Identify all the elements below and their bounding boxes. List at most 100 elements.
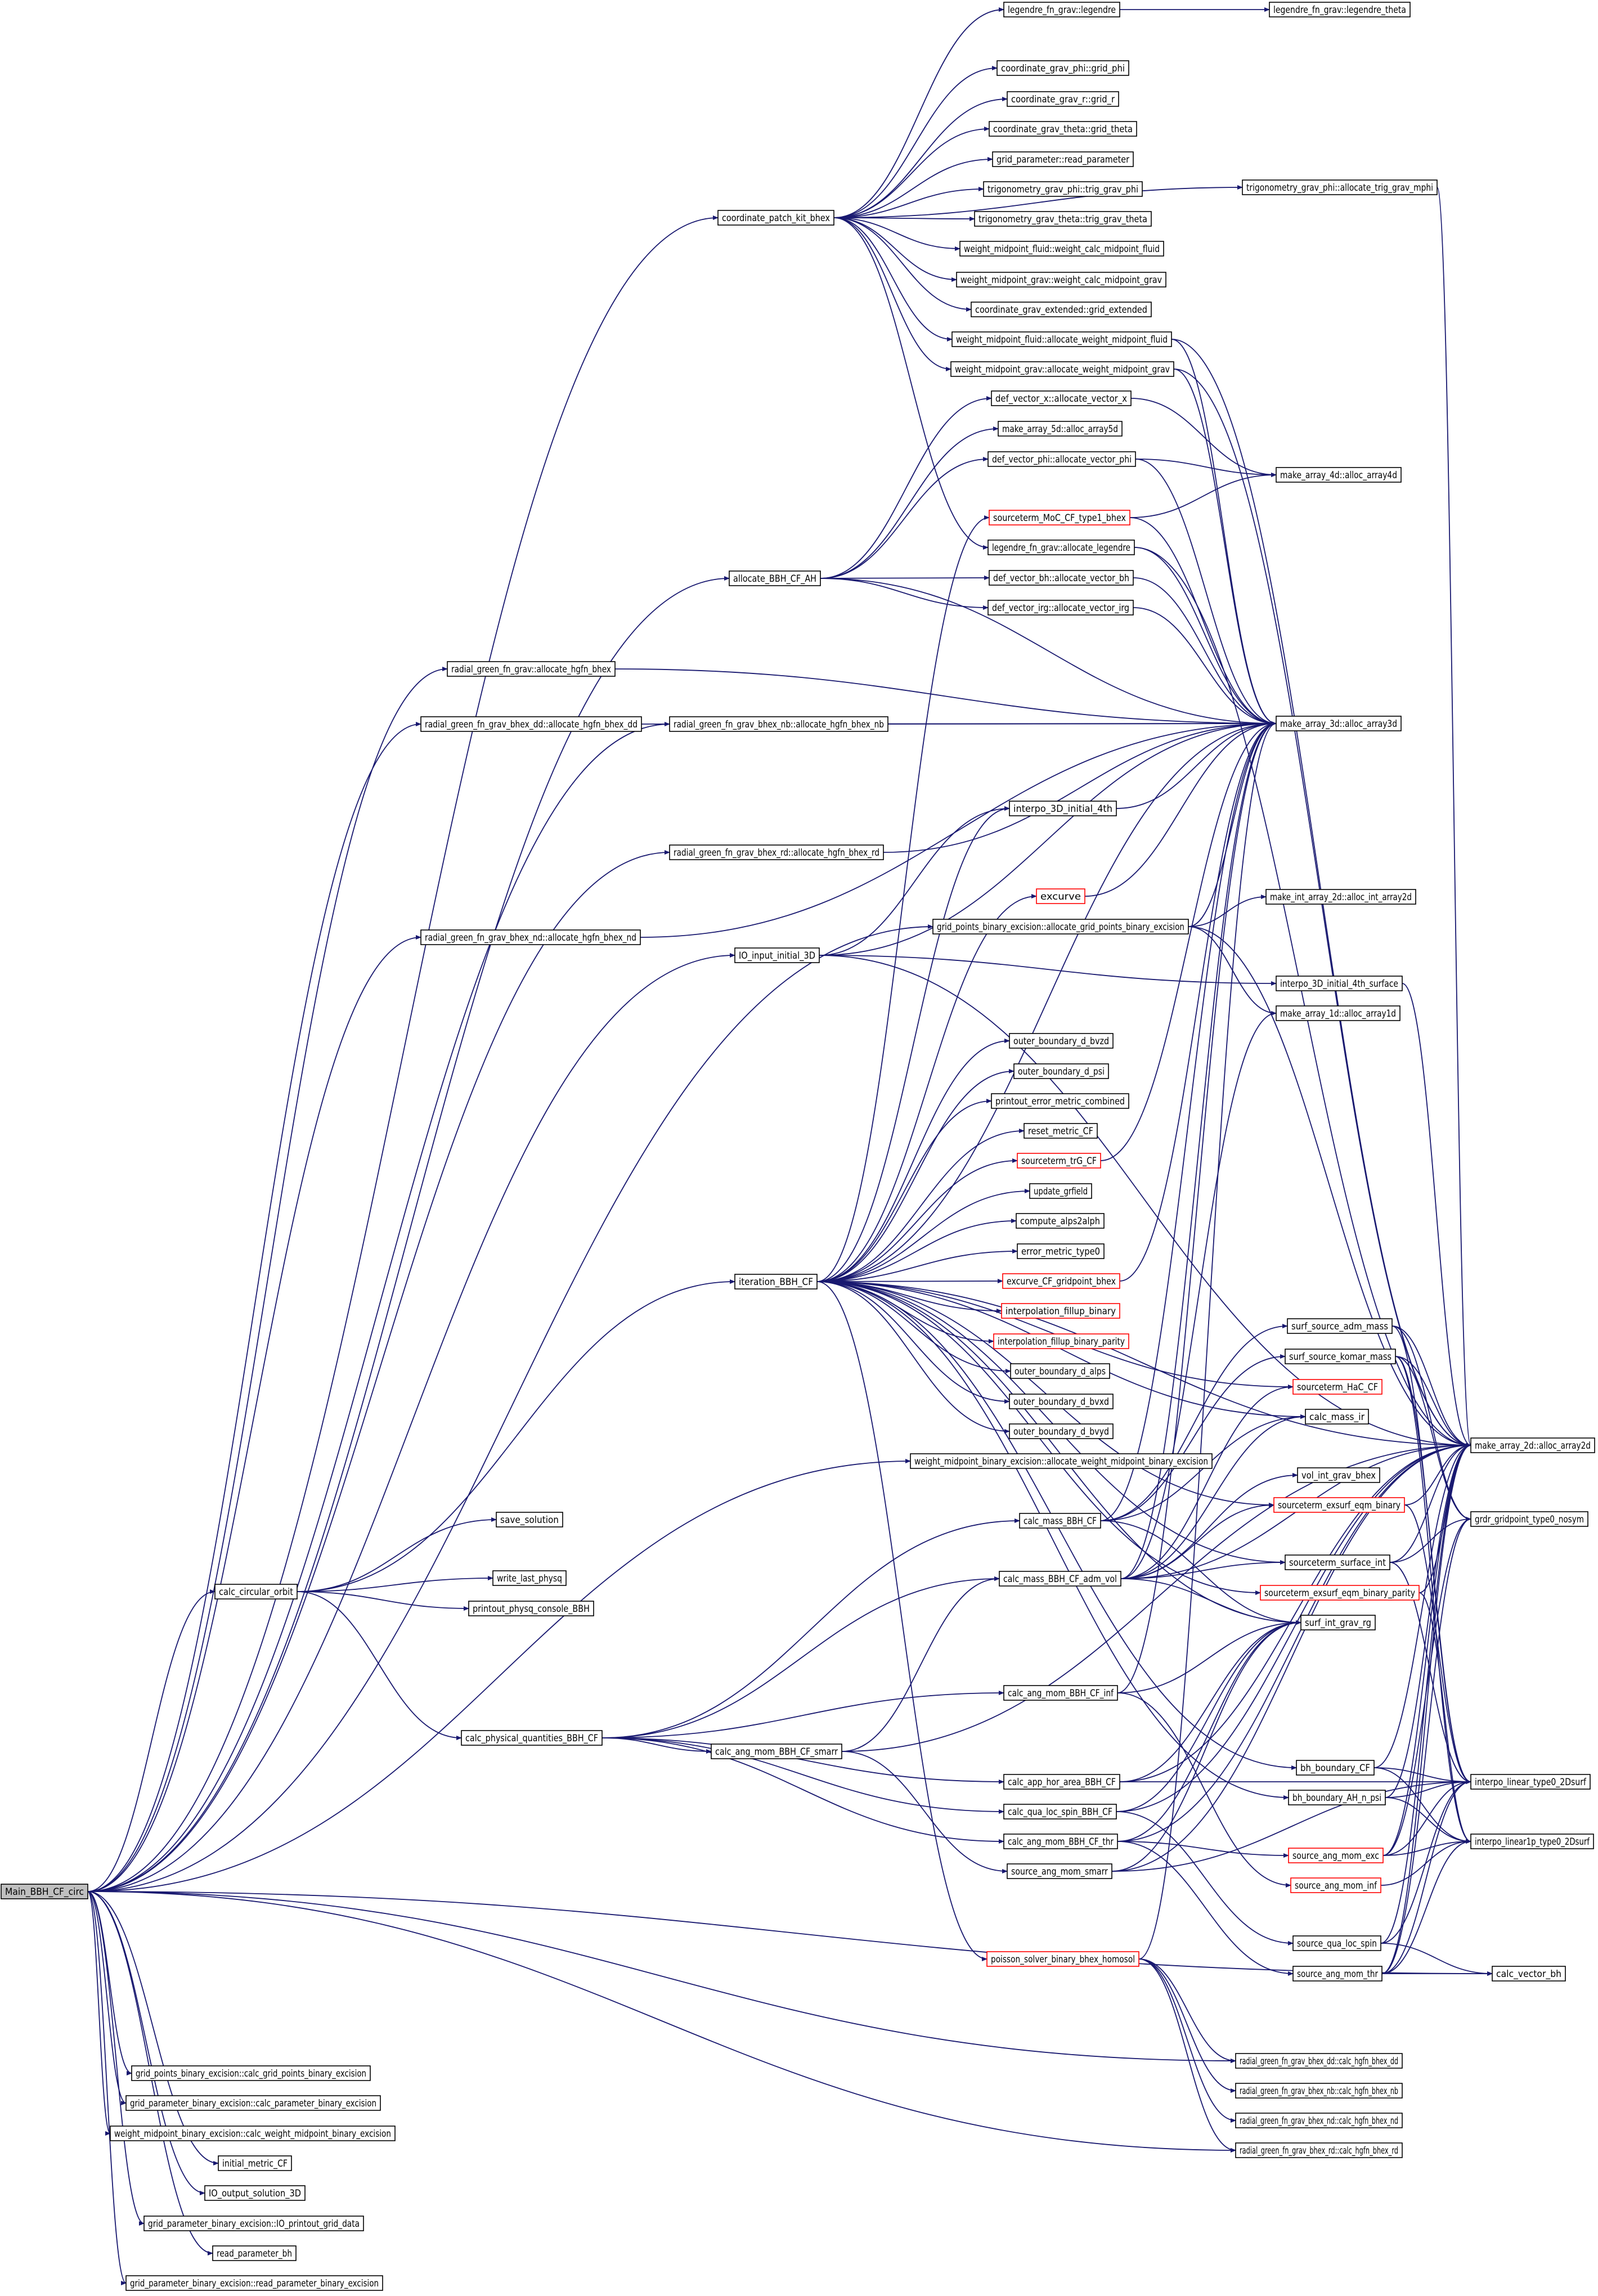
node-reset-metric-cf[interactable]: reset_metric_CF bbox=[1024, 1123, 1098, 1139]
node-calc-qua-loc-spin-bbh-cf[interactable]: calc_qua_loc_spin_BBH_CF bbox=[1003, 1804, 1117, 1819]
node-sourceterm-trg-cf[interactable]: sourceterm_trG_CF bbox=[1017, 1153, 1101, 1169]
node-poisson-solver-binary-bhex-homosol[interactable]: poisson_solver_binary_bhex_homosol bbox=[986, 1951, 1139, 1967]
node-read-parameter-bh[interactable]: read_parameter_bh bbox=[212, 2245, 297, 2261]
node-radial-green-fn-grav-bhex-nd-calc-hgfn-bhex-nd[interactable]: radial_green_fn_grav_bhex_nd::calc_hgfn_… bbox=[1235, 2113, 1403, 2128]
node-calc-mass-ir[interactable]: calc_mass_ir bbox=[1305, 1409, 1369, 1425]
node-legendre-fn-grav-legendre[interactable]: legendre_fn_grav::legendre bbox=[1003, 2, 1120, 17]
node-grid-parameter-binary-excision-read-parameter-binary-excision[interactable]: grid_parameter_binary_excision::read_par… bbox=[125, 2275, 383, 2291]
node-interpo-linear-type0-2dsurf[interactable]: interpo_linear_type0_2Dsurf bbox=[1470, 1774, 1591, 1790]
node-calc-vector-bh[interactable]: calc_vector_bh bbox=[1492, 1966, 1566, 1982]
node-initial-metric-cf[interactable]: initial_metric_CF bbox=[218, 2155, 292, 2171]
node-make-array-2d-alloc-array2d[interactable]: make_array_2d::alloc_array2d bbox=[1470, 1437, 1595, 1453]
node-write-last-physq[interactable]: write_last_physq bbox=[492, 1570, 567, 1586]
node-make-array-4d-alloc-array4d[interactable]: make_array_4d::alloc_array4d bbox=[1276, 467, 1402, 483]
node-error-metric-type0[interactable]: error_metric_type0 bbox=[1017, 1243, 1105, 1259]
node-grid-parameter-binary-excision-io-printout-grid-data[interactable]: grid_parameter_binary_excision::IO_print… bbox=[143, 2216, 364, 2231]
node-coordinate-grav-extended-grid-extended[interactable]: coordinate_grav_extended::grid_extended bbox=[971, 302, 1152, 317]
node-sourceterm-exsurf-eqm-binary-parity[interactable]: sourceterm_exsurf_eqm_binary_parity bbox=[1260, 1585, 1420, 1601]
node-allocate-bbh-cf-ah[interactable]: allocate_BBH_CF_AH bbox=[729, 570, 821, 586]
node-surf-source-adm-mass[interactable]: surf_source_adm_mass bbox=[1287, 1318, 1393, 1334]
node-radial-green-fn-grav-bhex-dd-allocate-hgfn-bhex-dd[interactable]: radial_green_fn_grav_bhex_dd::allocate_h… bbox=[420, 716, 642, 732]
node-radial-green-fn-grav-bhex-rd-allocate-hgfn-bhex-rd[interactable]: radial_green_fn_grav_bhex_rd::allocate_h… bbox=[669, 844, 884, 860]
node-interpolation-fillup-binary[interactable]: interpolation_fillup_binary bbox=[1001, 1303, 1120, 1319]
node-source-ang-mom-inf[interactable]: source_ang_mom_inf bbox=[1290, 1877, 1381, 1893]
node-radial-green-fn-grav-bhex-nb-calc-hgfn-bhex-nb[interactable]: radial_green_fn_grav_bhex_nb::calc_hgfn_… bbox=[1235, 2083, 1403, 2099]
node-outer-boundary-d-bvxd[interactable]: outer_boundary_d_bvxd bbox=[1009, 1394, 1114, 1409]
node-coordinate-grav-r-grid-r[interactable]: coordinate_grav_r::grid_r bbox=[1007, 91, 1119, 107]
node-bh-boundary-cf[interactable]: bh_boundary_CF bbox=[1296, 1760, 1375, 1776]
node-compute-alps2alph[interactable]: compute_alps2alph bbox=[1016, 1213, 1105, 1229]
node-printout-error-metric-combined[interactable]: printout_error_metric_combined bbox=[991, 1093, 1129, 1109]
node-source-ang-mom-thr[interactable]: source_ang_mom_thr bbox=[1292, 1966, 1382, 1982]
node-trigonometry-grav-phi-allocate-trig-grav-mphi[interactable]: trigonometry_grav_phi::allocate_trig_gra… bbox=[1242, 179, 1438, 195]
node-def-vector-phi-allocate-vector-phi[interactable]: def_vector_phi::allocate_vector_phi bbox=[987, 451, 1136, 467]
node-weight-midpoint-grav-allocate-weight-midpoint-grav[interactable]: weight_midpoint_grav::allocate_weight_mi… bbox=[950, 361, 1174, 377]
node-main-bbh-cf-circ[interactable]: Main_BBH_CF_circ bbox=[1, 1884, 88, 1899]
node-io-input-initial-3d[interactable]: IO_input_initial_3D bbox=[734, 947, 820, 963]
node-calc-ang-mom-bbh-cf-thr[interactable]: calc_ang_mom_BBH_CF_thr bbox=[1003, 1834, 1118, 1849]
node-make-int-array-2d-alloc-int-array2d[interactable]: make_int_array_2d::alloc_int_array2d bbox=[1265, 889, 1416, 905]
node-outer-boundary-d-alps[interactable]: outer_boundary_d_alps bbox=[1010, 1363, 1110, 1379]
node-surf-source-komar-mass[interactable]: surf_source_komar_mass bbox=[1285, 1349, 1396, 1364]
node-radial-green-fn-grav-bhex-nd-allocate-hgfn-bhex-nd[interactable]: radial_green_fn_grav_bhex_nd::allocate_h… bbox=[420, 929, 641, 945]
node-trigonometry-grav-phi-trig-grav-phi[interactable]: trigonometry_grav_phi::trig_grav_phi bbox=[983, 181, 1143, 197]
node-grid-points-binary-excision-allocate-grid-points-binary-excision[interactable]: grid_points_binary_excision::allocate_gr… bbox=[932, 919, 1189, 934]
node-iteration-bbh-cf[interactable]: iteration_BBH_CF bbox=[734, 1274, 818, 1289]
node-interpolation-fillup-binary-parity[interactable]: interpolation_fillup_binary_parity bbox=[993, 1333, 1129, 1349]
node-vol-int-grav-bhex[interactable]: vol_int_grav_bhex bbox=[1297, 1467, 1380, 1483]
node-weight-midpoint-fluid-allocate-weight-midpoint-fluid[interactable]: weight_midpoint_fluid::allocate_weight_m… bbox=[951, 331, 1172, 347]
node-weight-midpoint-grav-weight-calc-midpoint-grav[interactable]: weight_midpoint_grav::weight_calc_midpoi… bbox=[956, 272, 1166, 287]
node-weight-midpoint-binary-excision-calc-weight-midpoint-binary-excision[interactable]: weight_midpoint_binary_excision::calc_we… bbox=[110, 2126, 396, 2141]
node-grid-parameter-read-parameter[interactable]: grid_parameter::read_parameter bbox=[992, 151, 1134, 167]
node-interpo-3d-initial-4th[interactable]: interpo_3D_initial_4th bbox=[1009, 801, 1117, 816]
node-outer-boundary-d-psi[interactable]: outer_boundary_d_psi bbox=[1013, 1063, 1109, 1079]
node-source-ang-mom-exc[interactable]: source_ang_mom_exc bbox=[1288, 1848, 1384, 1863]
node-radial-green-fn-grav-bhex-nb-allocate-hgfn-bhex-nb[interactable]: radial_green_fn_grav_bhex_nb::allocate_h… bbox=[669, 716, 888, 732]
node-save-solution[interactable]: save_solution bbox=[496, 1512, 563, 1527]
node-calc-mass-bbh-cf[interactable]: calc_mass_BBH_CF bbox=[1019, 1513, 1101, 1529]
node-legendre-fn-grav-legendre-theta[interactable]: legendre_fn_grav::legendre_theta bbox=[1269, 2, 1411, 17]
node-grdr-gridpoint-type0-nosym[interactable]: grdr_gridpoint_type0_nosym bbox=[1470, 1511, 1588, 1527]
node-sourceterm-moc-cf-type1-bhex[interactable]: sourceterm_MoC_CF_type1_bhex bbox=[989, 510, 1130, 525]
node-def-vector-bh-allocate-vector-bh[interactable]: def_vector_bh::allocate_vector_bh bbox=[989, 570, 1134, 586]
node-outer-boundary-d-bvzd[interactable]: outer_boundary_d_bvzd bbox=[1009, 1033, 1114, 1049]
node-coordinate-patch-kit-bhex[interactable]: coordinate_patch_kit_bhex bbox=[717, 210, 834, 226]
node-radial-green-fn-grav-bhex-rd-calc-hgfn-bhex-rd[interactable]: radial_green_fn_grav_bhex_rd::calc_hgfn_… bbox=[1235, 2142, 1403, 2158]
node-calc-app-hor-area-bbh-cf[interactable]: calc_app_hor_area_BBH_CF bbox=[1003, 1774, 1120, 1790]
node-def-vector-irg-allocate-vector-irg[interactable]: def_vector_irg::allocate_vector_irg bbox=[987, 600, 1134, 615]
node-interpo-3d-initial-4th-surface[interactable]: interpo_3D_initial_4th_surface bbox=[1276, 976, 1403, 991]
node-weight-midpoint-fluid-weight-calc-midpoint-fluid[interactable]: weight_midpoint_fluid::weight_calc_midpo… bbox=[959, 241, 1164, 257]
node-source-qua-loc-spin[interactable]: source_qua_loc_spin bbox=[1292, 1935, 1381, 1951]
node-interpo-linear1p-type0-2dsurf[interactable]: interpo_linear1p_type0_2Dsurf bbox=[1470, 1834, 1594, 1849]
node-coordinate-grav-phi-grid-phi[interactable]: coordinate_grav_phi::grid_phi bbox=[996, 60, 1129, 76]
node-radial-green-fn-grav-bhex-dd-calc-hgfn-bhex-dd[interactable]: radial_green_fn_grav_bhex_dd::calc_hgfn_… bbox=[1235, 2053, 1403, 2069]
node-make-array-3d-alloc-array3d[interactable]: make_array_3d::alloc_array3d bbox=[1276, 716, 1402, 731]
node-radial-green-fn-grav-allocate-hgfn-bhex[interactable]: radial_green_fn_grav::allocate_hgfn_bhex bbox=[447, 661, 616, 677]
node-sourceterm-hac-cf[interactable]: sourceterm_HaC_CF bbox=[1292, 1379, 1382, 1395]
node-calc-ang-mom-bbh-cf-inf[interactable]: calc_ang_mom_BBH_CF_inf bbox=[1003, 1685, 1118, 1701]
node-make-array-1d-alloc-array1d[interactable]: make_array_1d::alloc_array1d bbox=[1276, 1005, 1401, 1021]
node-update-grfield[interactable]: update_grfield bbox=[1029, 1183, 1092, 1199]
node-calc-physical-quantities-bbh-cf[interactable]: calc_physical_quantities_BBH_CF bbox=[461, 1730, 603, 1746]
node-coordinate-grav-theta-grid-theta[interactable]: coordinate_grav_theta::grid_theta bbox=[989, 121, 1137, 137]
node-bh-boundary-ah-n-psi[interactable]: bh_boundary_AH_n_psi bbox=[1288, 1790, 1386, 1805]
node-surf-int-grav-rg[interactable]: surf_int_grav_rg bbox=[1300, 1615, 1376, 1630]
node-def-vector-x-allocate-vector-x[interactable]: def_vector_x::allocate_vector_x bbox=[991, 390, 1132, 406]
node-make-array-5d-alloc-array5d[interactable]: make_array_5d::alloc_array5d bbox=[998, 421, 1123, 437]
node-excurve-cf-gridpoint-bhex[interactable]: excurve_CF_gridpoint_bhex bbox=[1002, 1273, 1120, 1289]
node-calc-circular-orbit[interactable]: calc_circular_orbit bbox=[214, 1584, 298, 1599]
node-trigonometry-grav-theta-trig-grav-theta[interactable]: trigonometry_grav_theta::trig_grav_theta bbox=[974, 211, 1152, 227]
node-outer-boundary-d-bvyd[interactable]: outer_boundary_d_bvyd bbox=[1009, 1423, 1114, 1439]
node-calc-ang-mom-bbh-cf-smarr[interactable]: calc_ang_mom_BBH_CF_smarr bbox=[711, 1744, 842, 1759]
node-grid-points-binary-excision-calc-grid-points-binary-excision[interactable]: grid_points_binary_excision::calc_grid_p… bbox=[131, 2065, 371, 2081]
node-source-ang-mom-smarr[interactable]: source_ang_mom_smarr bbox=[1007, 1863, 1112, 1879]
node-printout-physq-console-bbh[interactable]: printout_physq_console_BBH bbox=[468, 1601, 594, 1616]
node-excurve[interactable]: excurve bbox=[1036, 888, 1085, 904]
node-io-output-solution-3d[interactable]: IO_output_solution_3D bbox=[204, 2185, 306, 2201]
node-calc-mass-bbh-cf-adm-vol[interactable]: calc_mass_BBH_CF_adm_vol bbox=[999, 1571, 1121, 1587]
node-legendre-fn-grav-allocate-legendre[interactable]: legendre_fn_grav::allocate_legendre bbox=[987, 540, 1135, 555]
node-sourceterm-exsurf-eqm-binary[interactable]: sourceterm_exsurf_eqm_binary bbox=[1273, 1497, 1405, 1513]
node-grid-parameter-binary-excision-calc-parameter-binary-excision[interactable]: grid_parameter_binary_excision::calc_par… bbox=[125, 2095, 381, 2111]
node-weight-midpoint-binary-excision-allocate-weight-midpoint-binary-excision[interactable]: weight_midpoint_binary_excision::allocat… bbox=[910, 1453, 1213, 1469]
node-sourceterm-surface-int[interactable]: sourceterm_surface_int bbox=[1285, 1554, 1390, 1570]
